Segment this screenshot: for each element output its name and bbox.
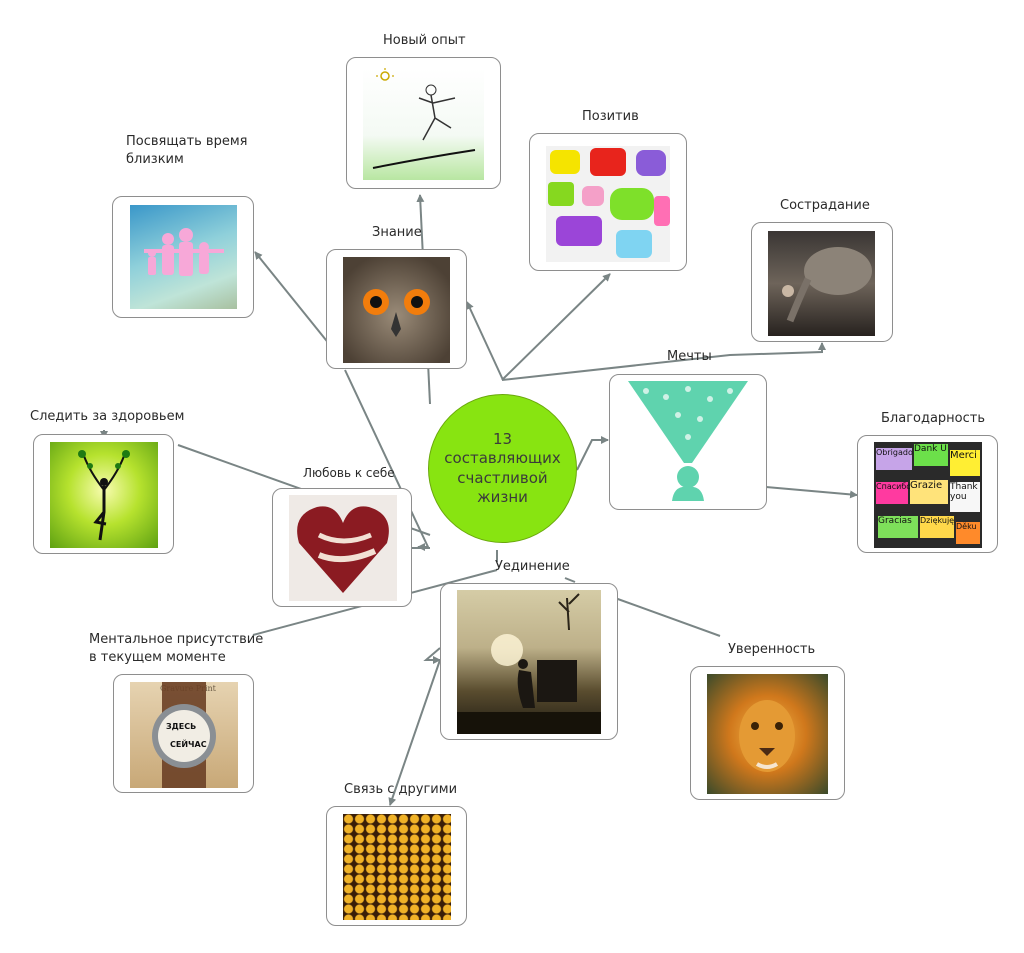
image-owl — [343, 257, 450, 363]
label-positive: Позитив — [582, 109, 639, 124]
link-knowledge — [466, 301, 504, 381]
card-mindfulness[interactable]: Gravure Print ЗДЕСЬ СЕЙЧАС — [113, 674, 254, 793]
card-positive[interactable] — [529, 133, 687, 271]
note-merci: Merci — [950, 450, 980, 476]
image-smiley-bubbles — [546, 146, 670, 262]
card-confidence[interactable] — [690, 666, 845, 800]
card-compassion[interactable] — [751, 222, 893, 342]
label-new-experience: Новый опыт — [383, 33, 466, 48]
note-obrigado: Obrigado — [876, 448, 913, 470]
link-dreams — [576, 436, 609, 471]
note-deku: Děku — [956, 522, 980, 544]
label-mindfulness: Ментальное присутствие в текущем моменте — [89, 632, 264, 665]
image-thank-you-notes: Obrigado Dank U Merci Спасибо Grazie Tha… — [874, 442, 982, 548]
image-watch-here-now: Gravure Print ЗДЕСЬ СЕЙЧАС — [130, 682, 238, 788]
link-close-ones — [254, 251, 331, 346]
link-confidence — [614, 597, 721, 637]
link-gratitude — [765, 486, 858, 499]
image-honeycomb — [343, 814, 451, 920]
image-running-person — [363, 68, 484, 180]
note-dziekuje: Dziękuję — [920, 516, 954, 538]
link-solitude-left — [423, 647, 441, 664]
card-dreams[interactable] — [609, 374, 767, 510]
clock-word-now: СЕЙЧАС — [170, 740, 207, 749]
card-time-with-close-ones[interactable] — [112, 196, 254, 318]
link-positive — [501, 273, 611, 381]
image-yoga-tree — [50, 442, 158, 548]
card-health[interactable] — [33, 434, 174, 554]
image-elephant — [768, 231, 875, 336]
label-gratitude: Благодарность — [881, 411, 986, 426]
label-solitude: Уединение — [495, 559, 570, 574]
card-connection[interactable] — [326, 806, 467, 926]
link-compassion — [501, 342, 826, 381]
label-self-love: Любовь к себе — [303, 466, 395, 480]
label-connection: Связь с другими — [344, 782, 458, 797]
clock-word-here: ЗДЕСЬ — [166, 722, 197, 731]
card-new-experience[interactable] — [346, 57, 501, 189]
label-dreams: Мечты — [667, 349, 712, 364]
card-self-love[interactable] — [272, 488, 412, 607]
image-head-icons-funnel — [626, 379, 750, 505]
note-gracias: Gracias — [878, 516, 918, 538]
label-health: Следить за здоровьем — [30, 409, 185, 424]
label-compassion: Сострадание — [780, 198, 870, 213]
card-gratitude[interactable]: Obrigado Dank U Merci Спасибо Grazie Tha… — [857, 435, 998, 553]
label-knowledge: Знание — [372, 225, 422, 240]
note-dank-u: Dank U — [914, 444, 948, 466]
label-time-with-close-ones: Посвящать время близким — [126, 134, 248, 167]
image-lion — [707, 674, 828, 794]
card-knowledge[interactable] — [326, 249, 467, 369]
card-solitude[interactable] — [440, 583, 618, 740]
link-connection — [388, 659, 441, 806]
note-spasibo: Спасибо — [876, 482, 911, 504]
label-confidence: Уверенность — [728, 642, 816, 657]
note-thank-you: Thank you — [950, 482, 980, 512]
link-solitude-right — [564, 577, 576, 583]
image-piano-silhouette — [457, 590, 601, 734]
central-topic[interactable]: 13 составляющих счастливой жизни — [428, 394, 577, 543]
image-heart-hug — [289, 495, 397, 601]
image-paper-family — [130, 205, 237, 309]
note-grazie: Grazie — [910, 480, 948, 504]
